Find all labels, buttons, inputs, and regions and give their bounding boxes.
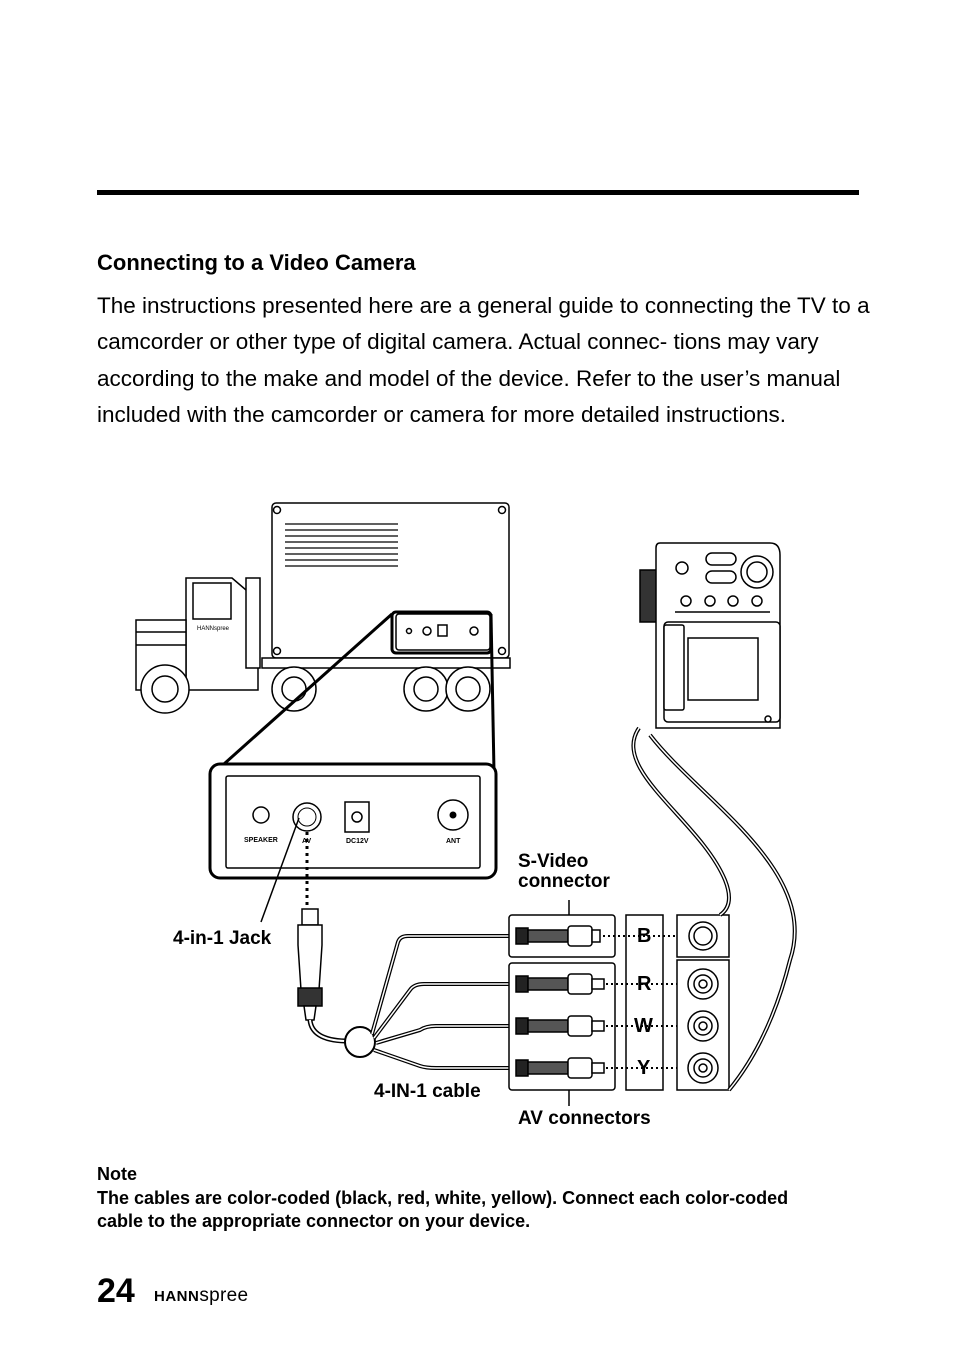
color-code-w: W	[634, 1015, 653, 1037]
zoomed-connector-panel	[208, 762, 498, 880]
four-in-one-cable	[297, 908, 516, 1070]
svideo-label-line2: connector	[518, 871, 610, 892]
svideo-connector-box	[508, 914, 616, 958]
color-code-y: Y	[637, 1057, 651, 1079]
page-number: 24	[97, 1272, 135, 1310]
cable-label: 4-IN-1 cable	[374, 1081, 481, 1102]
camcorder-illustration	[639, 542, 781, 729]
panel-label-dc: DC12V	[346, 838, 369, 845]
speaker-jack	[252, 806, 270, 824]
av-connectors-box	[508, 962, 616, 1091]
intro-paragraph: The instructions presented here are a ge…	[97, 293, 870, 427]
note-title: Note	[97, 1164, 137, 1184]
brand-light: spree	[199, 1285, 249, 1306]
connection-diagram: HANNspree SPEAKER AV DC12V ANT	[135, 502, 797, 1129]
truck-brand-text: HANNspree	[197, 626, 230, 632]
camera-jack-panel	[676, 914, 730, 1091]
jack-label: 4-in-1 Jack	[173, 928, 272, 949]
svideo-label-line1: S-Video	[518, 851, 588, 872]
brand-bold: HANN	[154, 1288, 200, 1305]
panel-label-speaker: SPEAKER	[244, 837, 278, 844]
panel-label-ant: ANT	[446, 838, 461, 845]
note-body: The cables are color-coded (black, red, …	[97, 1188, 789, 1231]
color-code-r: R	[637, 973, 652, 995]
section-heading: Connecting to a Video Camera	[97, 250, 416, 275]
footer-brand-logo: HANNspree	[154, 1285, 248, 1307]
header-rule	[97, 190, 859, 195]
av-connectors-label: AV connectors	[518, 1108, 651, 1129]
truck-tv-illustration	[135, 502, 511, 714]
color-code-column	[625, 914, 664, 1091]
